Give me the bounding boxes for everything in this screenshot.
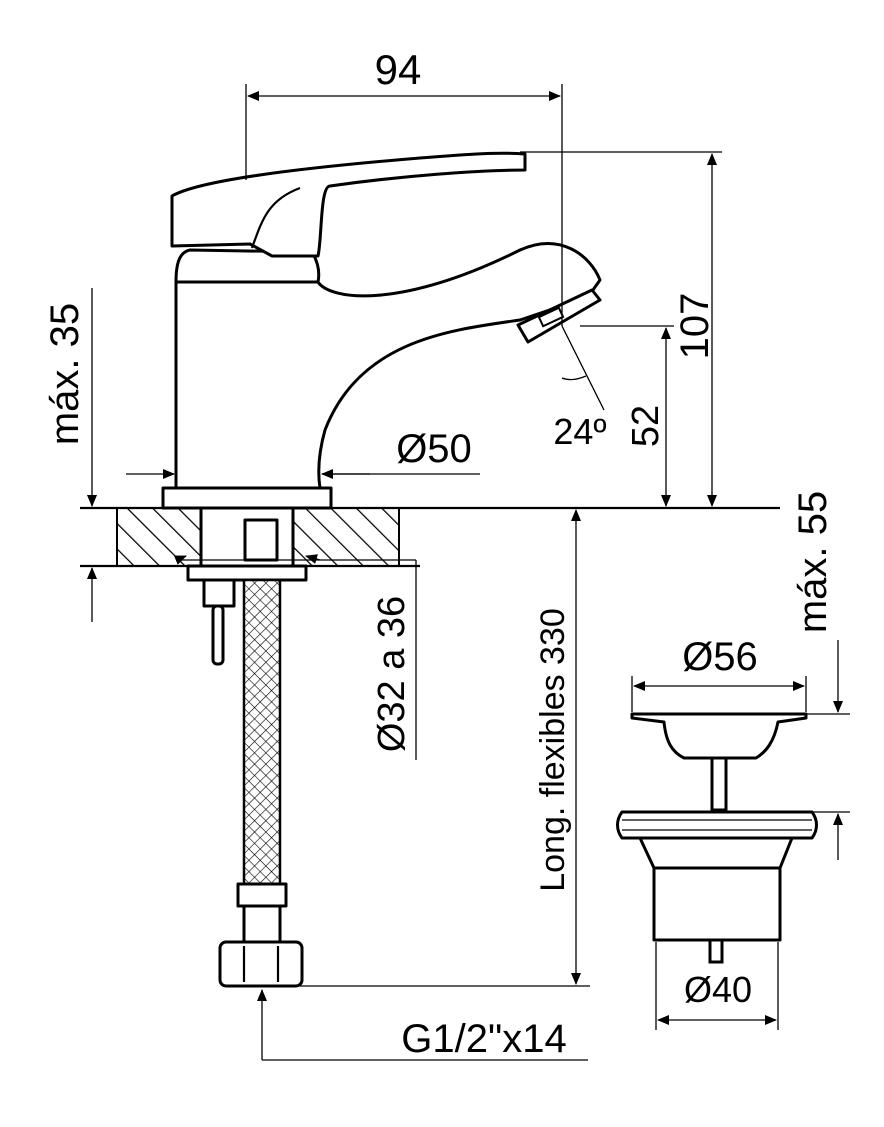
dimension-flexible-length: Long. flexibles 330 [300,509,590,987]
angle-24-label: 24º [553,411,606,452]
dimension-107: 107 [520,151,722,507]
dimension-94: 94 [245,46,563,326]
angle-24: 24º [553,325,607,452]
drain-valve [616,712,818,964]
dimension-52: 52 [580,325,674,507]
dimension-max-55: máx. 55 [791,491,850,860]
faucet-body [161,151,602,988]
dimension-52-label: 52 [625,405,667,447]
dimension-hole-label: Ø32 a 36 [371,596,413,752]
dimension-50: Ø50 [126,427,480,479]
dimension-40: Ø40 [655,942,779,1030]
dimension-50-label: Ø50 [396,427,472,471]
dimension-56: Ø56 [631,635,807,712]
dimension-107-label: 107 [673,293,717,360]
dimension-max-55-label: máx. 55 [791,491,835,633]
dimension-flexible-length-label: Long. flexibles 330 [534,608,572,892]
dimension-56-label: Ø56 [682,635,758,679]
dimension-hole: Ø32 a 36 [173,554,417,760]
dimension-thread: G1/2"x14 [257,989,588,1061]
dimension-94-label: 94 [375,46,422,93]
dimension-max-35-label: máx. 35 [43,303,87,445]
dimension-40-label: Ø40 [684,969,752,1010]
countertop-section [80,506,780,568]
dimension-thread-label: G1/2"x14 [401,1017,566,1061]
dimension-max-35: máx. 35 [43,288,97,622]
